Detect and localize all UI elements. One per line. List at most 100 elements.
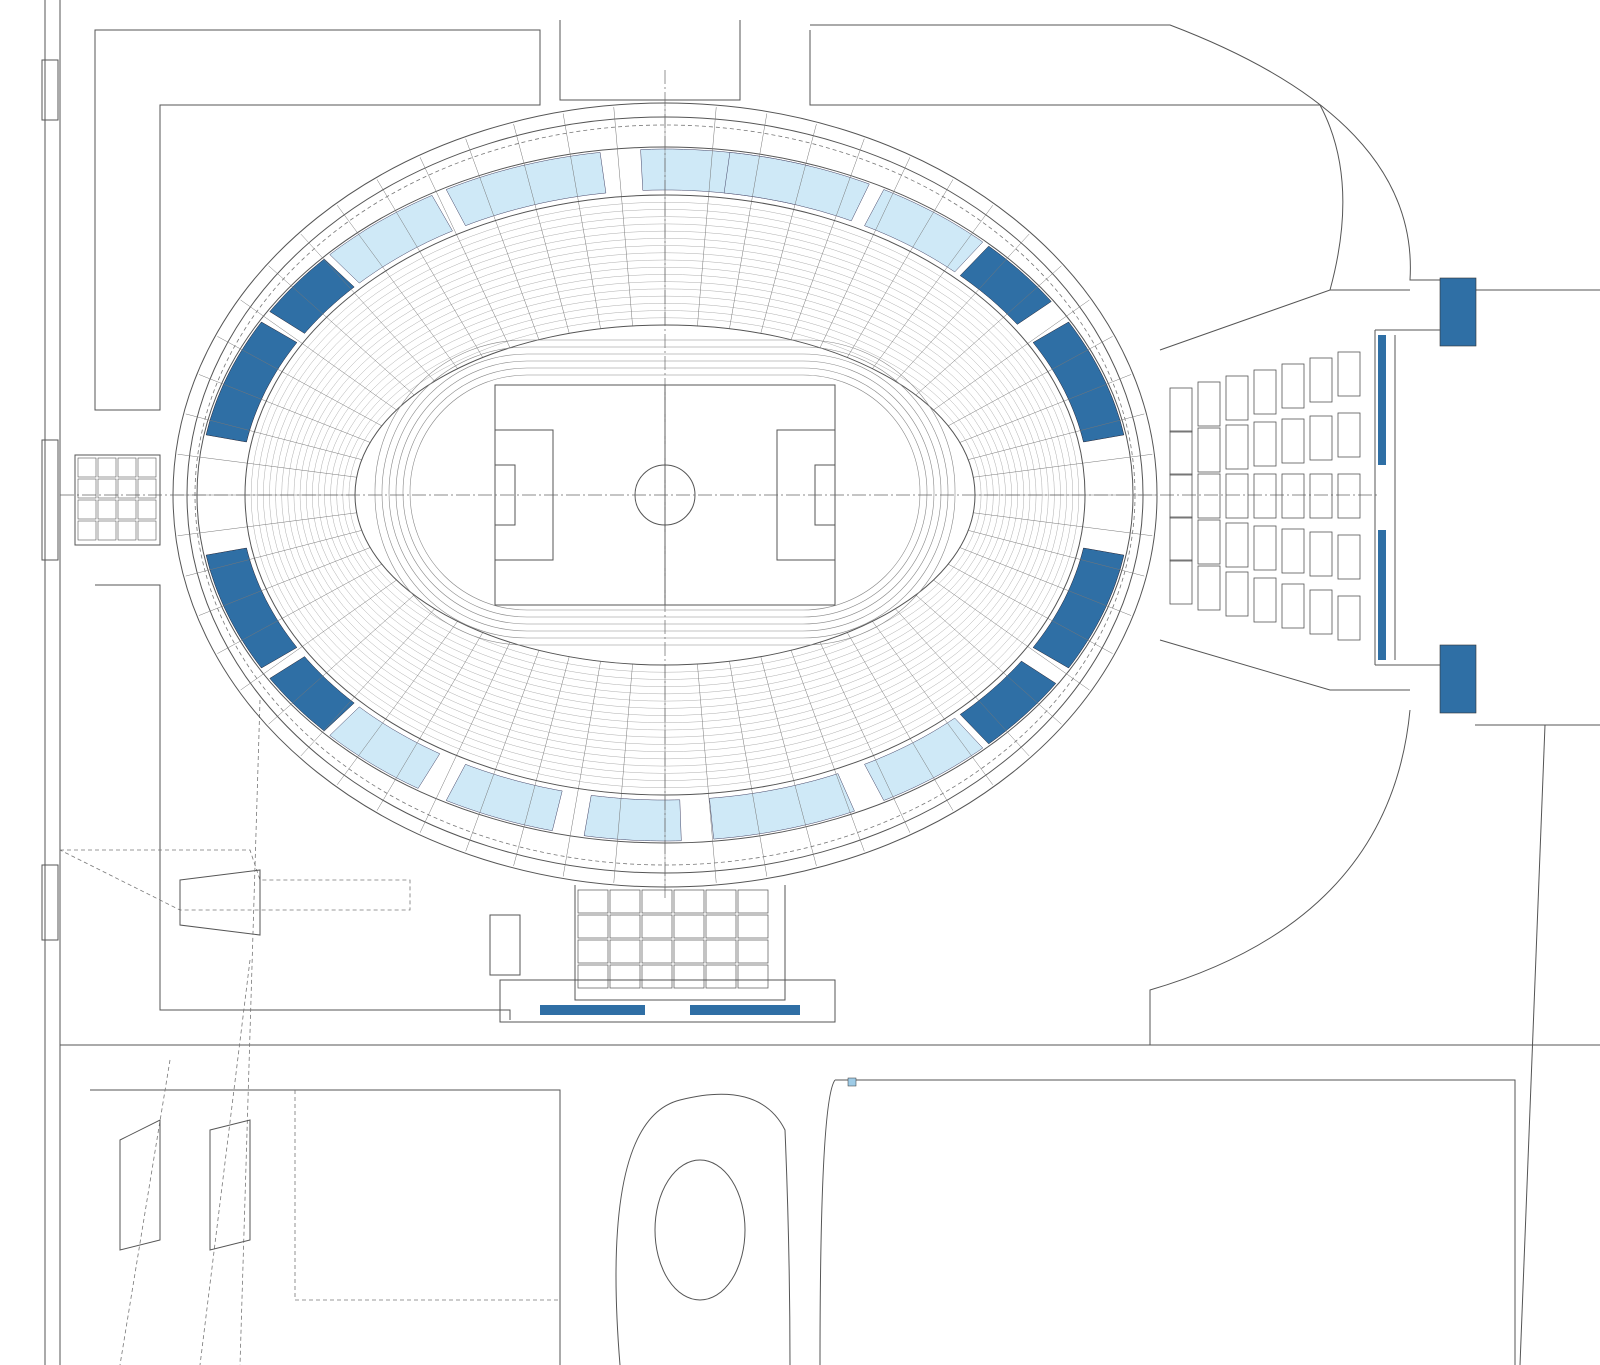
stair-west-bottom	[41, 864, 59, 941]
oval-path	[615, 1093, 791, 1365]
plaza-paving-tile	[1337, 595, 1361, 641]
radial-aisle	[948, 563, 1113, 654]
radial-aisle	[419, 157, 511, 348]
forecourt-paving-tile	[641, 964, 673, 989]
radial-aisle	[790, 650, 865, 852]
plaza-paving-tile	[1197, 473, 1221, 519]
radial-aisle	[933, 299, 1090, 411]
west-paving-tile	[77, 499, 97, 520]
highlighted-rooms	[205, 148, 1125, 842]
south-forecourt-grid	[77, 457, 769, 989]
west-paving-tile	[77, 457, 97, 478]
room-block-dark	[269, 656, 355, 732]
west-paving-tile	[77, 478, 97, 499]
radial-aisle	[513, 124, 570, 334]
plaza-paving-tile	[1169, 430, 1193, 476]
radial-aisle	[177, 453, 357, 478]
radial-aisle	[729, 113, 768, 329]
west-paving-tile	[97, 520, 117, 541]
plaza-paving-tile	[1169, 387, 1193, 433]
radial-aisle	[513, 656, 570, 866]
forecourt-paving-tile	[609, 914, 641, 939]
radial-aisle	[846, 179, 954, 358]
radial-aisle	[336, 205, 458, 369]
forecourt-paving-tile	[737, 939, 769, 964]
radial-aisle	[268, 594, 415, 725]
radial-aisle	[562, 113, 601, 329]
room-block-light	[583, 795, 682, 842]
radial-aisle	[198, 374, 371, 443]
radial-aisle	[760, 124, 817, 334]
plaza-paving-tile	[1281, 418, 1305, 464]
forecourt-paving-tile	[609, 939, 641, 964]
room-block-light	[864, 189, 984, 273]
radial-aisle	[185, 413, 362, 460]
radial-aisle	[376, 632, 484, 811]
block-southwest	[95, 584, 511, 1020]
radial-aisle	[959, 547, 1132, 616]
radial-aisle	[562, 661, 601, 877]
forecourt-paving-tile	[641, 939, 673, 964]
radial-aisle	[198, 547, 371, 616]
radial-aisle	[268, 265, 415, 396]
plaza-paving-tile	[1309, 589, 1333, 635]
forecourt-paving-tile	[577, 889, 609, 914]
forecourt-paving-tile	[737, 889, 769, 914]
radial-aisle	[973, 453, 1153, 478]
forecourt-paving-tile	[609, 964, 641, 989]
plaza-paving-tile	[1281, 583, 1305, 629]
plaza-paving-tile	[1225, 571, 1249, 617]
radial-aisle	[465, 138, 540, 340]
forecourt-paving-tile	[737, 964, 769, 989]
radial-aisle	[819, 642, 911, 833]
radial-aisle	[895, 233, 1030, 382]
west-paving-tile	[117, 499, 137, 520]
radial-aisle	[240, 299, 397, 411]
room-block-light	[445, 152, 607, 227]
room-block-dark	[959, 660, 1057, 745]
radial-aisle	[376, 179, 484, 358]
radial-aisle	[613, 107, 633, 326]
east-plaza-grid	[1169, 351, 1361, 641]
room-block-light	[329, 195, 453, 284]
room-block-dark	[1032, 547, 1125, 669]
plaza-paving-tile	[1253, 577, 1277, 623]
radial-aisle	[300, 233, 435, 382]
plaza-paving-tile	[1225, 375, 1249, 421]
forecourt-paving-tile	[673, 914, 705, 939]
stair-west-middle	[41, 439, 59, 561]
radial-aisle	[968, 530, 1145, 577]
plaza-paving-tile	[1253, 525, 1277, 571]
room-block-light	[709, 773, 855, 840]
radial-aisle	[465, 650, 540, 852]
room-block-dark	[269, 258, 355, 334]
plaza-paving-tile	[1309, 473, 1333, 519]
plaza-paving-tile	[1309, 415, 1333, 461]
oval-lawn	[654, 1159, 746, 1301]
room-block-dark	[959, 245, 1052, 325]
room-block-light	[445, 763, 563, 831]
radial-aisle	[185, 530, 362, 577]
forecourt-paving-tile	[609, 889, 641, 914]
room-block-dark	[205, 321, 298, 443]
plaza-paving-tile	[1169, 516, 1193, 562]
plaza-south-edge	[1149, 709, 1411, 1045]
west-paving-tile	[137, 457, 157, 478]
forecourt-paving-tile	[641, 914, 673, 939]
radial-aisle	[915, 594, 1062, 725]
plaza-paving-tile	[1197, 427, 1221, 473]
radial-aisle	[217, 563, 382, 654]
radial-aisle	[697, 107, 717, 326]
stair-west-top	[41, 59, 59, 121]
radial-aisle	[697, 664, 717, 883]
radial-aisle	[968, 413, 1145, 460]
room-block-dark	[1032, 321, 1125, 443]
plaza-paving-tile	[1197, 381, 1221, 427]
south-service-building	[499, 979, 857, 1087]
room-block-dark	[205, 547, 298, 669]
radial-aisle	[819, 157, 911, 348]
plaza-paving-tile	[1197, 519, 1221, 565]
room-block-light	[723, 152, 870, 222]
forecourt-paving-tile	[673, 939, 705, 964]
plaza-paving-tile	[1253, 369, 1277, 415]
